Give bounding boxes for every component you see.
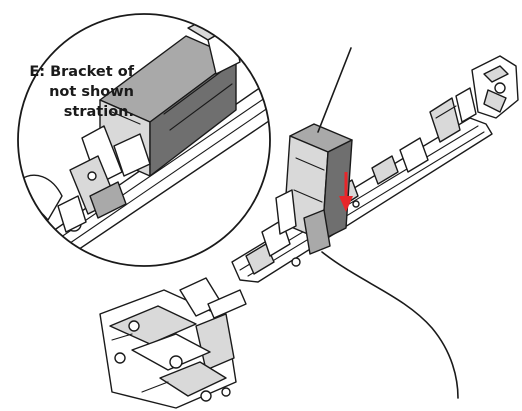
callout-note: E: Bracket of not shown stration.	[0, 62, 134, 122]
rail-assembly	[231, 55, 519, 283]
hinge-base	[99, 277, 247, 409]
module-small	[275, 123, 353, 255]
leader-line-lower	[321, 251, 459, 399]
note-line-2: not shown	[49, 84, 134, 100]
detail-magnifier	[17, 13, 271, 267]
note-line-1: E: Bracket of	[29, 64, 134, 80]
leader-line-upper	[317, 47, 352, 133]
install-arrow-icon	[339, 172, 353, 212]
note-line-3: stration.	[63, 104, 134, 120]
